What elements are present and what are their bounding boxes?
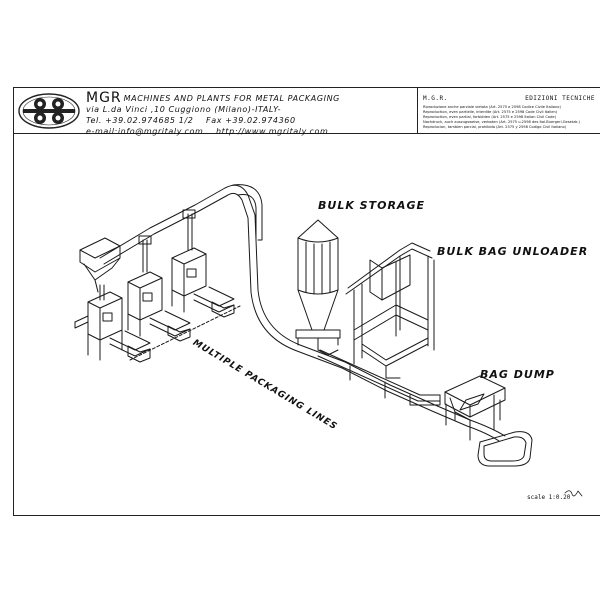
- right-subtitle: EDIZIONI TECNICHE: [525, 95, 595, 102]
- company-phone: Tel. +39.02.974685 1/2: [86, 116, 194, 125]
- conveying-pipe: [99, 184, 506, 442]
- legal-line: Riproduzione anche parziale vietata (Art…: [423, 105, 561, 109]
- packaging-machine-1: [74, 291, 151, 363]
- legal-line: Nachdruck, auch auszugsweise, verboten (…: [423, 120, 580, 124]
- title-block-divider: [417, 87, 418, 133]
- label-bulk-storage: BULK STORAGE: [318, 199, 425, 212]
- company-address: via L.da Vinci ,10 Cuggiono (Milano)-ITA…: [86, 105, 282, 114]
- scale-note: scale 1:0.20: [527, 494, 571, 501]
- packaging-machine-3: [171, 247, 235, 318]
- company-website: http://www.mgritaly.com: [216, 127, 329, 136]
- drop-pipes: [99, 209, 196, 301]
- bulk-bag-unloader-frame: [345, 242, 435, 379]
- packaging-machine-2: [127, 271, 191, 342]
- company-fax: Fax +39.02.974360: [206, 116, 296, 125]
- title-block-separator: [13, 133, 600, 134]
- company-email: e-mail:info@mgritaly.com: [86, 127, 204, 136]
- company-tagline: MACHINES AND PLANTS FOR METAL PACKAGING: [123, 94, 340, 103]
- legal-line: Reproduction, even partielle, interdite …: [423, 110, 558, 114]
- floor-conveyor: [317, 349, 441, 406]
- signature-mark: [564, 490, 583, 497]
- bulk-storage-silo: [295, 219, 341, 356]
- packaging-lines-boundary: [129, 305, 241, 361]
- dump-tray: [477, 431, 533, 467]
- title-block-right: M.G.R. EDIZIONI TECNICHE Riproduzione an…: [423, 96, 595, 130]
- drawing-sheet-border: [13, 87, 600, 516]
- feeder-cyclone: [79, 237, 121, 293]
- legal-line: Reproducion, tambien parcial, prohibida …: [423, 125, 567, 129]
- legal-line: Reproduction, even partial, forbidden (A…: [423, 115, 556, 119]
- label-bulk-bag-unloader: BULK BAG UNLOADER: [437, 245, 589, 258]
- right-title: M.G.R.: [423, 95, 448, 102]
- label-bag-dump: BAG DUMP: [480, 368, 555, 381]
- mgr-logo: [18, 93, 80, 129]
- bag-dump: [444, 375, 506, 441]
- brand-name: MGR: [86, 90, 122, 106]
